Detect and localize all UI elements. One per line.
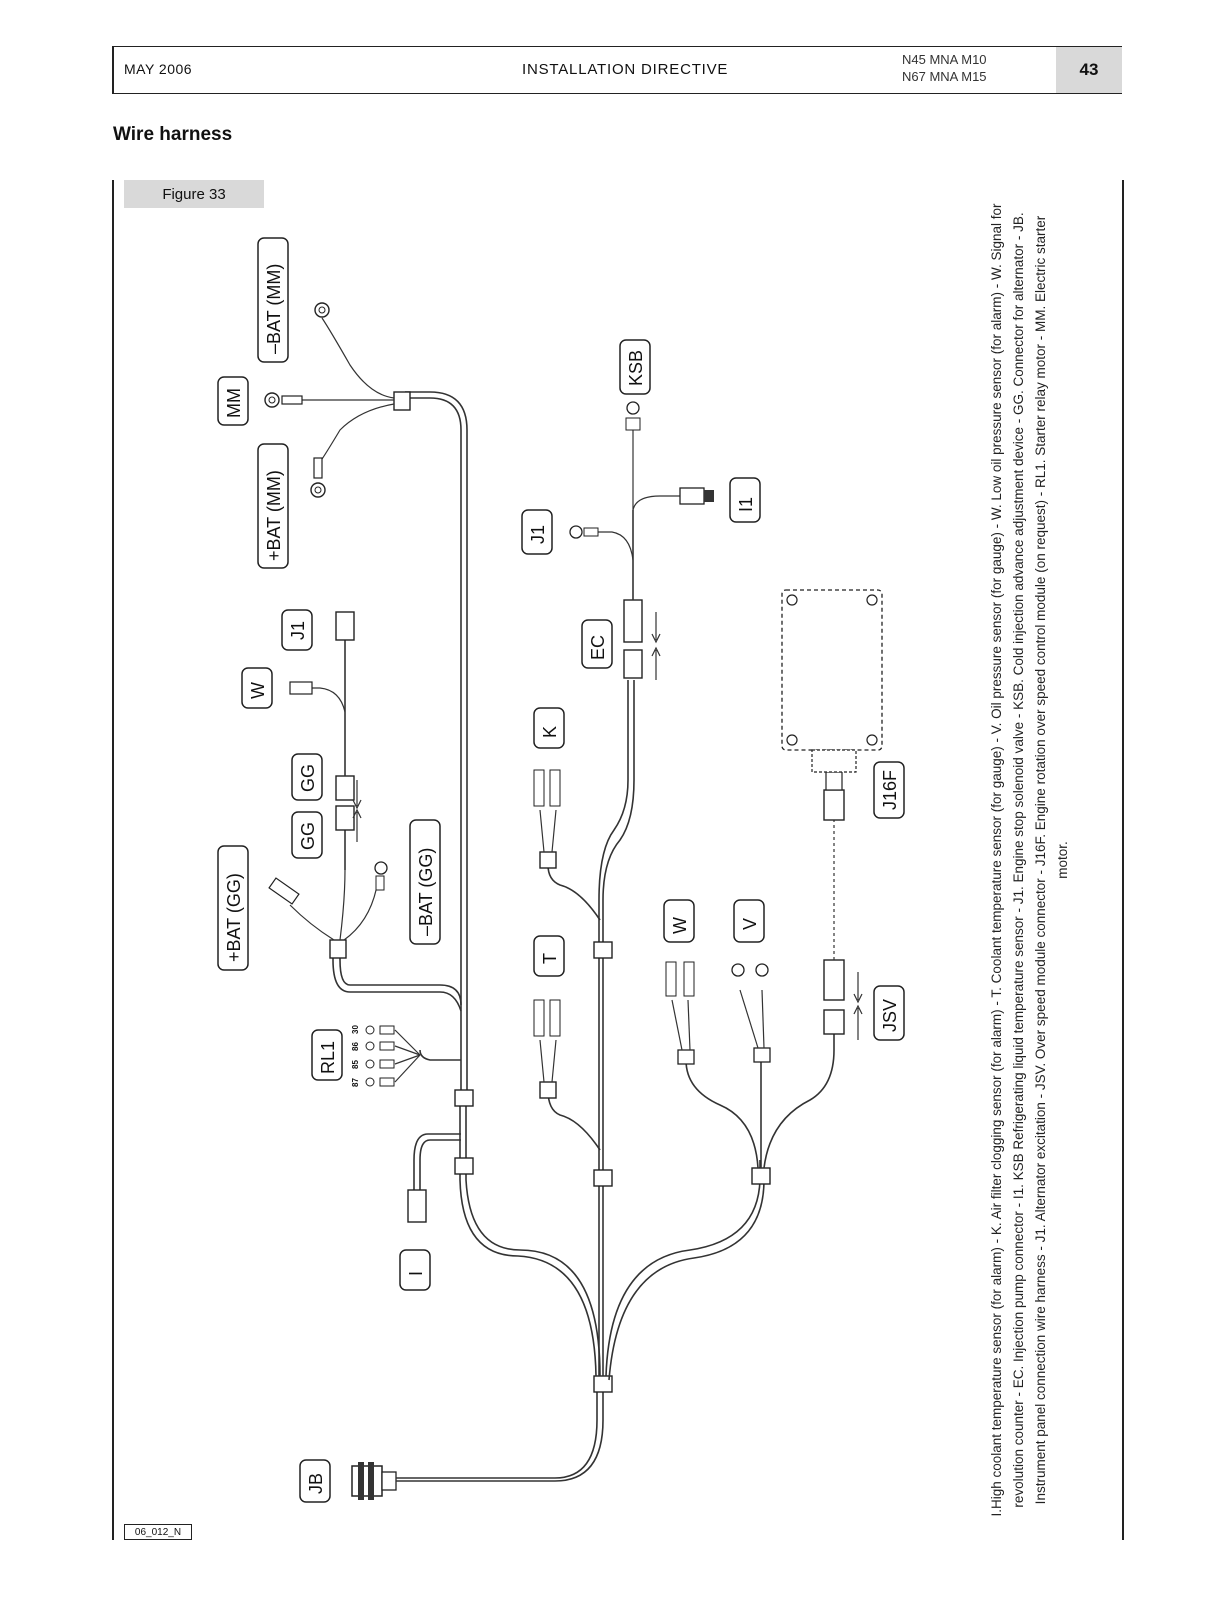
label-j1-mid: J1 (521, 509, 553, 555)
label-ec: EC (581, 619, 613, 669)
relay-pin-85: 85 (351, 1060, 360, 1069)
svg-text:I: I (406, 1271, 426, 1276)
svg-text:W: W (248, 682, 268, 699)
label-i: I (399, 1249, 431, 1291)
label-v: V (733, 899, 765, 943)
header-models: N45 MNA M10 N67 MNA M15 (902, 51, 987, 85)
label-ksb: KSB (619, 339, 651, 395)
header-divider (112, 47, 114, 93)
svg-text:K: K (540, 726, 560, 738)
svg-text:J16F: J16F (880, 770, 900, 810)
figure-frame-left (112, 180, 114, 1540)
svg-text:JSV: JSV (880, 999, 900, 1032)
page-header: MAY 2006 INSTALLATION DIRECTIVE N45 MNA … (112, 46, 1122, 94)
jb-connector (351, 1462, 397, 1500)
label-jsv: JSV (873, 985, 905, 1041)
svg-text:GG: GG (298, 822, 318, 850)
label-jb: JB (299, 1459, 331, 1503)
section-title: Wire harness (113, 124, 233, 145)
svg-text:J1: J1 (528, 525, 548, 544)
header-model-1: N45 MNA M10 (902, 52, 987, 67)
figure-caption-area: I.High coolant temperature sensor (for a… (975, 180, 1085, 1540)
header-title: INSTALLATION DIRECTIVE (522, 61, 729, 78)
label-w-left: W (241, 667, 273, 709)
svg-text:RL1: RL1 (318, 1041, 338, 1074)
svg-text:+BAT (MM): +BAT (MM) (264, 470, 284, 561)
label-w-right: W (663, 899, 695, 943)
relay-pin-86: 86 (351, 1042, 360, 1051)
figure-caption: I.High coolant temperature sensor (for a… (989, 203, 1070, 1517)
figure-code: 06_012_N (124, 1524, 192, 1540)
label-rl1: RL1 (311, 1029, 343, 1081)
harness-wires: 30 86 85 87 (264, 302, 883, 1500)
svg-text:W: W (670, 917, 690, 934)
label-j1-left: J1 (281, 609, 313, 651)
label-k: K (533, 707, 565, 749)
svg-text:+BAT (GG): +BAT (GG) (224, 873, 244, 962)
label-bat-neg-mm: –BAT (MM) (257, 237, 289, 363)
header-model-2: N67 MNA M15 (902, 69, 987, 84)
svg-text:T: T (540, 953, 560, 964)
figure-label: Figure 33 (124, 180, 264, 208)
svg-text:V: V (740, 918, 760, 930)
relay-pin-30: 30 (351, 1025, 360, 1034)
relay-pin-87: 87 (351, 1078, 360, 1087)
figure-frame-right (1122, 180, 1124, 1540)
svg-text:I1: I1 (736, 497, 756, 512)
svg-text:EC: EC (588, 635, 608, 660)
svg-text:J1: J1 (288, 621, 308, 640)
label-bat-pos-mm: +BAT (MM) (257, 443, 289, 569)
label-gg-top: GG (291, 753, 323, 801)
svg-text:KSB: KSB (626, 350, 646, 386)
svg-text:JB: JB (306, 1473, 326, 1494)
svg-text:–BAT (MM): –BAT (MM) (264, 264, 284, 354)
label-t: T (533, 935, 565, 977)
page-number: 43 (1056, 47, 1122, 93)
label-gg-bottom: GG (291, 811, 323, 859)
svg-text:–BAT (GG): –BAT (GG) (416, 848, 436, 936)
svg-text:GG: GG (298, 764, 318, 792)
label-bat-neg-gg: –BAT (GG) (409, 819, 441, 945)
header-date: MAY 2006 (124, 61, 193, 77)
svg-text:MM: MM (224, 388, 244, 418)
relay-terminals (365, 1025, 395, 1087)
label-mm: MM (217, 376, 249, 426)
label-bat-pos-gg: +BAT (GG) (217, 845, 249, 971)
label-j16f: J16F (873, 761, 905, 819)
label-i1: I1 (729, 477, 761, 523)
